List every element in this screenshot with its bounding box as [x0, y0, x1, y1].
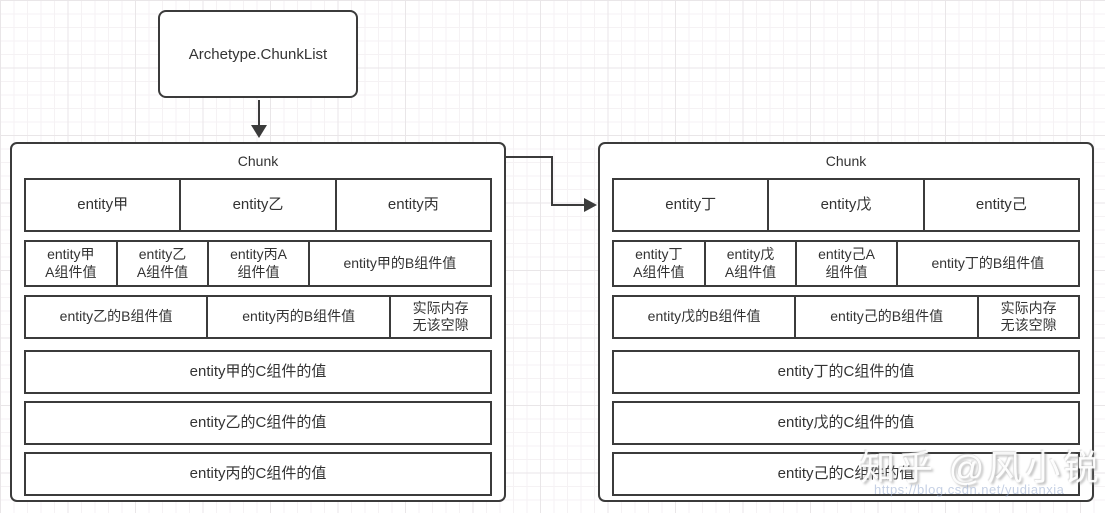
chunk-link-segment	[506, 156, 553, 158]
cell-component-a: entity甲 A组件值	[45, 246, 97, 280]
component-c-row: entity乙的C组件的值	[24, 401, 492, 445]
arrow-down-line	[258, 100, 260, 126]
component-b-row: entity乙的B组件值 entity丙的B组件值 实际内存 无该空隙	[24, 295, 492, 339]
cell-memory-gap-note: 实际内存 无该空隙	[389, 297, 490, 337]
cell-entity: entity己	[922, 180, 1078, 230]
cell-component-a: entity己A 组件值	[795, 242, 895, 285]
chunk-link-segment	[551, 156, 553, 206]
cell-memory-gap-note: 实际内存 无该空隙	[977, 297, 1078, 337]
cell-component-b: entity己的B组件值	[794, 297, 977, 337]
cell-component-c: entity戊的C组件的值	[777, 413, 915, 431]
archetype-chunklist-box: Archetype.ChunkList	[158, 10, 358, 98]
component-c-row: entity戊的C组件的值	[612, 401, 1080, 445]
component-c-row: entity丁的C组件的值	[612, 350, 1080, 394]
cell-component-c: entity己的C组件的值	[777, 464, 915, 482]
chunk-box-right: Chunk entity丁 entity戊 entity己 entity丁 A组…	[598, 142, 1094, 502]
cell-entity: entity戊	[767, 180, 922, 230]
arrow-down-icon	[251, 125, 267, 138]
cell-component-a: entity丙A 组件值	[207, 242, 307, 285]
cell-component-c: entity丙的C组件的值	[189, 464, 327, 482]
cell-entity: entity乙	[179, 180, 334, 230]
cell-entity: entity丁	[665, 195, 717, 213]
archetype-chunklist-label: Archetype.ChunkList	[188, 45, 328, 63]
component-a-row: entity丁 A组件值 entity戊 A组件值 entity己A 组件值 e…	[612, 240, 1080, 287]
cell-entity: entity丙	[334, 180, 490, 230]
chunk-box-left: Chunk entity甲 entity乙 entity丙 entity甲 A组…	[10, 142, 506, 502]
cell-component-b: entity丙的B组件值	[206, 297, 389, 337]
cell-component-b: entity丁的B组件值	[895, 242, 1078, 285]
cell-entity: entity甲	[77, 195, 129, 213]
component-c-row: entity丙的C组件的值	[24, 452, 492, 496]
cell-component-a: entity丁 A组件值	[633, 246, 685, 280]
arrow-right-icon	[584, 198, 597, 212]
cell-component-a: entity戊 A组件值	[703, 242, 796, 285]
cell-component-c: entity丁的C组件的值	[777, 362, 915, 380]
cell-component-b: entity甲的B组件值	[307, 242, 490, 285]
cell-component-b: entity乙的B组件值	[59, 308, 173, 325]
cell-component-b: entity戊的B组件值	[647, 308, 761, 325]
chunk-title: Chunk	[237, 153, 279, 169]
component-c-row: entity甲的C组件的值	[24, 350, 492, 394]
cell-component-c: entity甲的C组件的值	[189, 362, 327, 380]
entities-row: entity丁 entity戊 entity己	[612, 178, 1080, 232]
component-b-row: entity戊的B组件值 entity己的B组件值 实际内存 无该空隙	[612, 295, 1080, 339]
component-a-row: entity甲 A组件值 entity乙 A组件值 entity丙A 组件值 e…	[24, 240, 492, 287]
chunk-title: Chunk	[825, 153, 867, 169]
entities-row: entity甲 entity乙 entity丙	[24, 178, 492, 232]
chunk-link-segment	[551, 204, 587, 206]
cell-component-c: entity乙的C组件的值	[189, 413, 327, 431]
component-c-row: entity己的C组件的值	[612, 452, 1080, 496]
cell-component-a: entity乙 A组件值	[115, 242, 208, 285]
